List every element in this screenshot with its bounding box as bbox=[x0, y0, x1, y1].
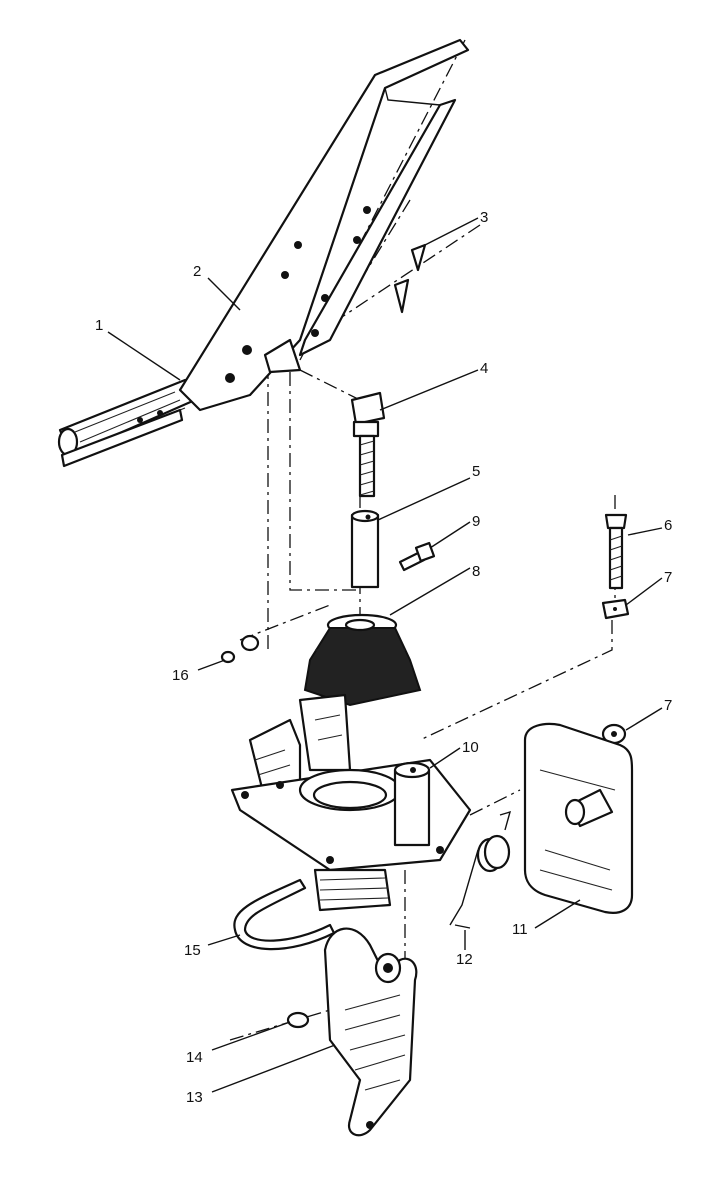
callout-10: 10 bbox=[462, 739, 479, 756]
lower-bushing bbox=[313, 868, 392, 912]
callout-2: 2 bbox=[193, 263, 201, 280]
callout-8: 8 bbox=[472, 563, 480, 580]
callout-7-upper: 7 bbox=[664, 569, 672, 586]
snap-ring-14 bbox=[286, 1011, 310, 1029]
callout-6: 6 bbox=[664, 517, 672, 534]
callout-11: 11 bbox=[512, 921, 528, 938]
pedal-plate-11 bbox=[523, 722, 634, 914]
nut-7-upper bbox=[601, 598, 630, 620]
callout-12: 12 bbox=[456, 951, 473, 968]
pin-bolt-part bbox=[398, 541, 436, 572]
callout-15: 15 bbox=[184, 942, 201, 959]
callout-9: 9 bbox=[472, 513, 480, 530]
main-housing-bracket bbox=[230, 693, 472, 872]
callout-4: 4 bbox=[480, 360, 488, 377]
callout-3: 3 bbox=[480, 209, 488, 226]
callout-16: 16 bbox=[172, 667, 189, 684]
rubber-boot-part bbox=[303, 613, 422, 707]
clevis-rod-end bbox=[350, 391, 386, 498]
bolt-part bbox=[604, 513, 628, 590]
torsion-spring-12 bbox=[449, 810, 512, 929]
callout-14: 14 bbox=[186, 1049, 203, 1066]
callout-7-lower: 7 bbox=[664, 697, 672, 714]
callout-5: 5 bbox=[472, 463, 480, 480]
pedal-lever-arm bbox=[178, 38, 470, 412]
nut-washer-16 bbox=[220, 634, 260, 664]
lower-lever-13 bbox=[323, 927, 418, 1137]
spacer-sleeve-10 bbox=[393, 761, 431, 847]
leader-lines bbox=[107, 217, 663, 1093]
callout-1: 1 bbox=[95, 317, 103, 334]
cotter-pins bbox=[393, 243, 427, 314]
sleeve-part bbox=[350, 509, 380, 589]
callout-13: 13 bbox=[186, 1089, 203, 1106]
u-bolt-15 bbox=[233, 878, 336, 951]
rod-shaft-part bbox=[57, 378, 197, 468]
callout-labels: 1 2 3 4 5 6 7 7 8 9 10 11 12 13 14 15 16 bbox=[95, 209, 672, 1106]
